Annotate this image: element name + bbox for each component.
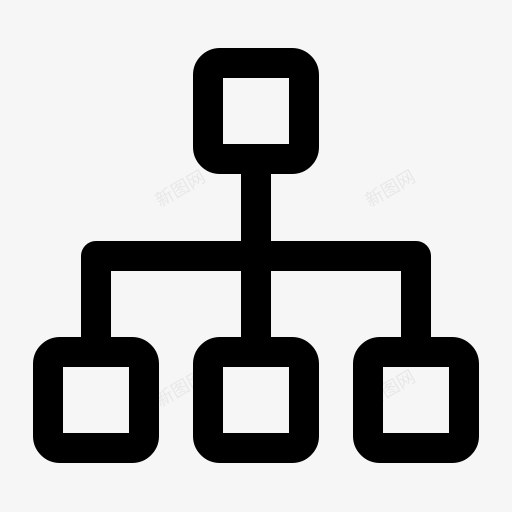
branch-connector [81,241,431,367]
